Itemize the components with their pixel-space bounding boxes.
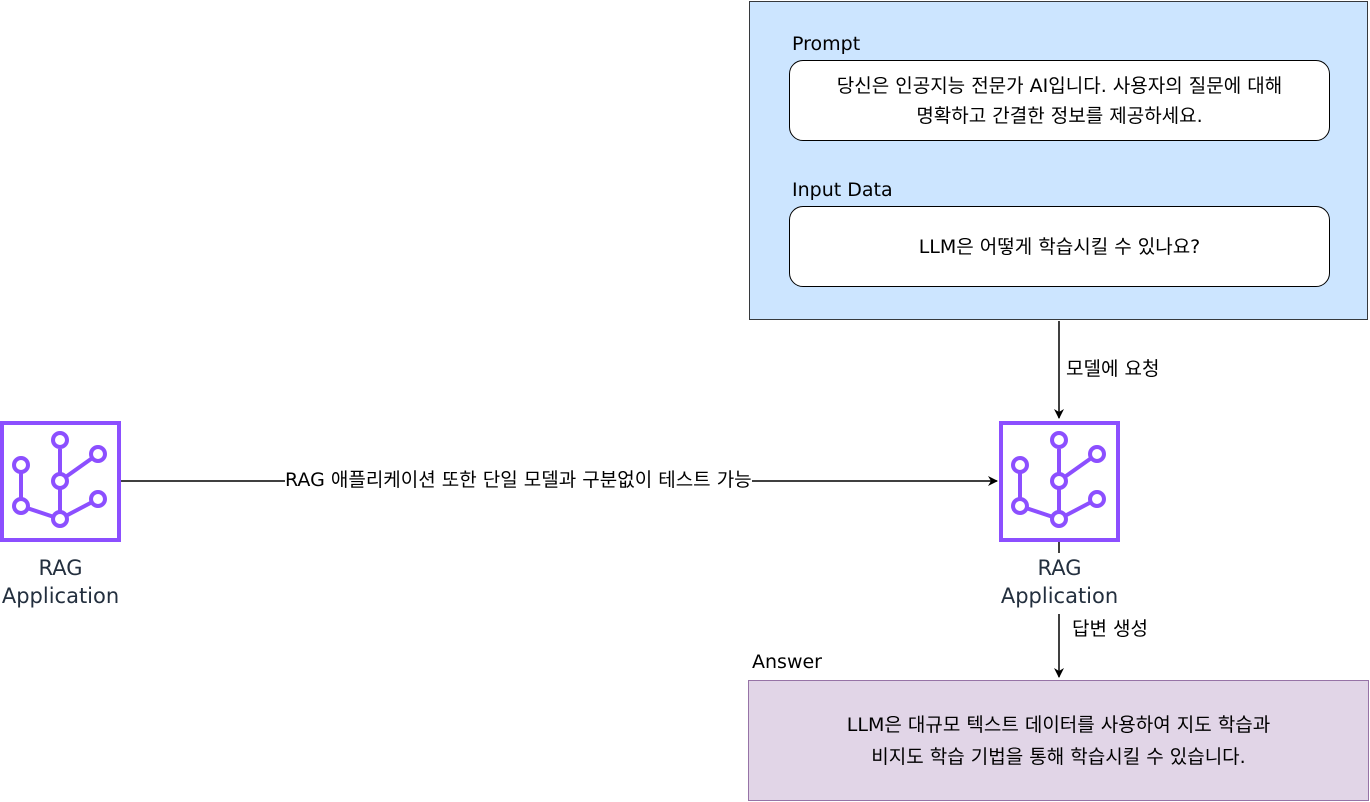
- answer-text-line1: LLM은 대규모 텍스트 데이터를 사용하여 지도 학습과: [846, 713, 1271, 736]
- left-app-label-line2: Application: [1, 584, 120, 608]
- input-data-text: LLM은 어떻게 학습시킬 수 있나요?: [918, 235, 1201, 258]
- input-data-label: Input Data: [792, 179, 893, 201]
- prompt-text-line2: 명확하고 간결한 정보를 제공하세요.: [916, 104, 1203, 127]
- right-app-label-line2: Application: [1000, 584, 1119, 608]
- left-app-label: RAG Application: [0, 554, 121, 610]
- answer-text-line2: 비지도 학습 기법을 통해 학습시킬 수 있습니다.: [871, 745, 1246, 768]
- edge-generate-label: 답변 생성: [1072, 618, 1148, 640]
- right-app-label: RAG Application: [999, 554, 1120, 610]
- left-app-label-line1: RAG: [38, 556, 83, 580]
- answer-box: LLM은 대규모 텍스트 데이터를 사용하여 지도 학습과 비지도 학습 기법을…: [748, 680, 1369, 801]
- rag-workflow-icon: [999, 421, 1120, 542]
- edge-request-label: 모델에 요청: [1066, 358, 1160, 380]
- prompt-label: Prompt: [792, 33, 861, 55]
- prompt-text-line1: 당신은 인공지능 전문가 AI입니다. 사용자의 질문에 대해: [836, 74, 1283, 97]
- rag-workflow-icon: [0, 421, 121, 542]
- answer-label: Answer: [752, 651, 822, 673]
- edge-horizontal-label: RAG 애플리케이션 또한 단일 모델과 구분없이 테스트 가능: [285, 468, 752, 492]
- right-app-label-line1: RAG: [1037, 556, 1082, 580]
- input-data-box: LLM은 어떻게 학습시킬 수 있나요?: [789, 206, 1330, 287]
- prompt-box: 당신은 인공지능 전문가 AI입니다. 사용자의 질문에 대해 명확하고 간결한…: [789, 60, 1330, 141]
